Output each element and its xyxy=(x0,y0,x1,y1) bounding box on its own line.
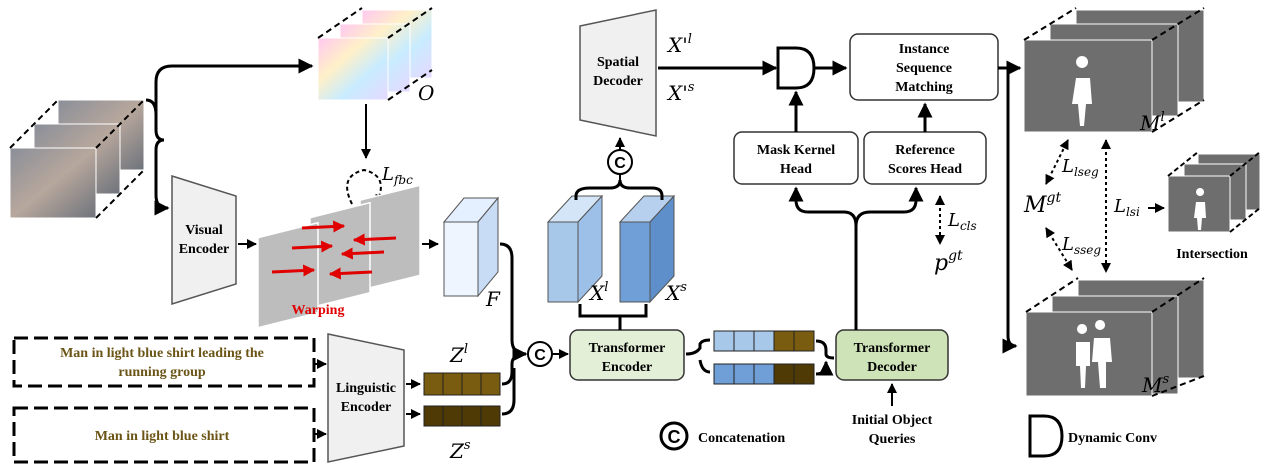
spatial-decoder-label-2: Decoder xyxy=(593,74,643,89)
dynamic-conv-node xyxy=(776,46,816,90)
flow-label: O xyxy=(418,81,434,105)
linguistic-encoder xyxy=(327,333,405,463)
lsi-label: Llsi xyxy=(1113,196,1140,219)
legend-concat-icon xyxy=(659,421,689,451)
concat-node-symbol: C xyxy=(534,347,546,364)
legend-dynamic-conv-label: Dynamic Conv xyxy=(1068,431,1157,446)
visual-encoder-label-1: Visual xyxy=(185,223,223,238)
frames-brace xyxy=(145,58,314,216)
ism-label-2: Sequence xyxy=(896,61,952,76)
concat-node-2-symbol: C xyxy=(614,155,626,172)
intersection-label: Intersection xyxy=(1176,247,1248,262)
legend-concat-symbol: C xyxy=(668,427,681,447)
linguistic-encoder-label-2: Encoder xyxy=(341,400,392,415)
queries-label-2: Queries xyxy=(869,432,916,447)
spatial-decoder xyxy=(579,9,657,137)
ism-label-1: Instance xyxy=(899,42,950,57)
zs-block xyxy=(423,405,501,427)
feature-to-concat-arrow xyxy=(499,242,528,362)
fbc-loss-loop xyxy=(346,168,385,205)
xpl-label: X'l xyxy=(666,32,692,57)
input-video-frames xyxy=(9,99,145,219)
reference-scores-head-label-2: Scores Head xyxy=(888,162,962,177)
query-long-box xyxy=(12,336,316,388)
xl-label: Xl xyxy=(588,280,608,305)
visual-encoder-label-2: Encoder xyxy=(179,242,230,257)
spatial-decoder-label-1: Spatial xyxy=(597,55,639,70)
fbc-loss-label: Lfbc xyxy=(381,164,413,187)
warping-label: Warping xyxy=(292,303,345,318)
mgt-label: Mgt xyxy=(1023,190,1061,218)
zl-label: Zl xyxy=(449,342,468,367)
query-long-line-2: running group xyxy=(118,365,205,380)
ml-label: Ml xyxy=(1139,110,1165,135)
xs-label: Xs xyxy=(664,280,687,305)
transformer-decoder-label-2: Decoder xyxy=(867,360,917,375)
sseg-label: Lsseg xyxy=(1061,234,1101,257)
linguistic-encoder-label-1: Linguistic xyxy=(336,381,396,396)
queries-label-1: Initial Object xyxy=(852,413,933,428)
sseg-arrow xyxy=(1045,227,1073,271)
encoder-to-x-lines xyxy=(578,304,648,330)
optical-flow-frames xyxy=(317,7,433,101)
xl-cube xyxy=(546,194,604,304)
decoder-to-heads-branch xyxy=(794,194,918,330)
mask-kernel-head-label-2: Head xyxy=(780,162,812,177)
cls-loss-label: Lcls xyxy=(947,210,977,233)
feature-label: F xyxy=(485,287,501,311)
mask-ms-stack xyxy=(1025,277,1205,397)
legend-concat-label: Concatenation xyxy=(698,431,785,446)
warping-frames xyxy=(257,184,421,329)
mask-ml-stack xyxy=(1023,7,1205,133)
transformer-decoder-label-1: Transformer xyxy=(854,341,931,356)
token-strip-top xyxy=(713,330,815,352)
transformer-encoder-label-1: Transformer xyxy=(589,341,666,356)
ism-label-3: Matching xyxy=(895,80,953,95)
zl-to-concat xyxy=(501,352,527,386)
matching-to-ms-arrow xyxy=(998,66,1018,354)
zl-block xyxy=(423,372,501,396)
reference-scores-head-label-1: Reference xyxy=(895,143,955,158)
query-long-line-1: Man in light blue shirt leading the xyxy=(60,346,264,361)
lseg-arrow xyxy=(1045,139,1069,185)
transformer-encoder-label-2: Encoder xyxy=(602,360,653,375)
lseg-label: Llseg xyxy=(1061,156,1099,179)
transformer-decoder xyxy=(835,329,949,381)
tokens-to-decoder-brace xyxy=(816,339,834,374)
visual-encoder xyxy=(171,174,237,306)
xps-label: X's xyxy=(666,80,695,105)
query-short-text: Man in light blue shirt xyxy=(95,429,230,444)
legend-dynamic-conv-icon xyxy=(1028,414,1064,458)
encoder-to-tokens-brace xyxy=(685,338,711,374)
zs-label: Zs xyxy=(449,438,471,463)
xs-cube xyxy=(618,194,676,304)
intersection-stack xyxy=(1167,151,1261,233)
transformer-encoder xyxy=(569,329,685,381)
ms-label: Ms xyxy=(1141,372,1169,397)
feature-cube xyxy=(442,196,500,298)
mask-kernel-head-label-1: Mask Kernel xyxy=(757,143,835,158)
zs-to-concat xyxy=(501,368,516,416)
token-strip-bottom xyxy=(713,363,815,385)
pgt-label: pgt xyxy=(934,248,963,276)
